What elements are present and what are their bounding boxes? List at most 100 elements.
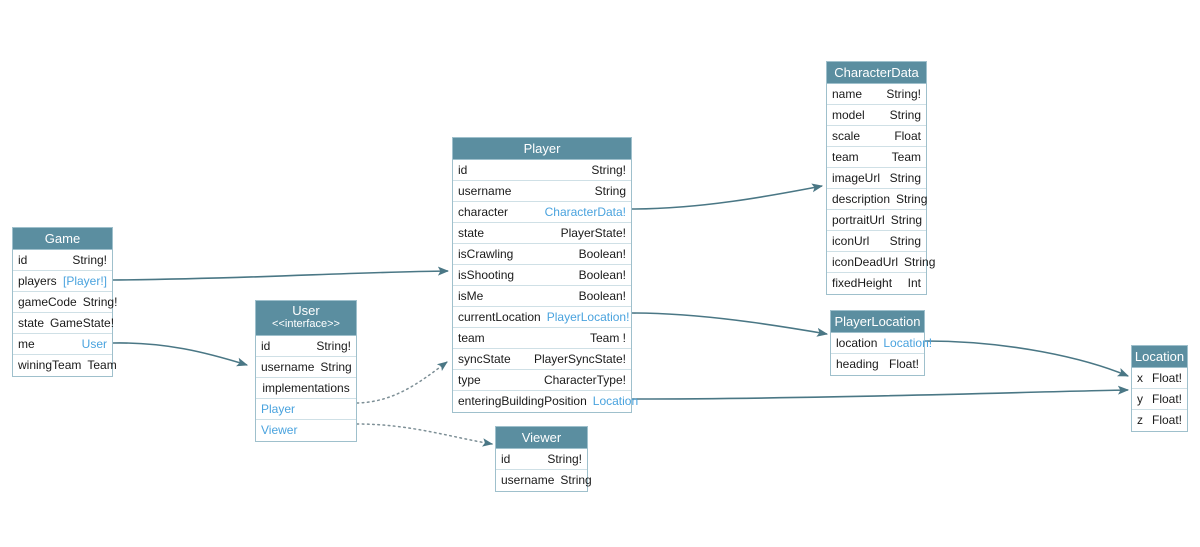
field-name: username [501,473,555,487]
table-row[interactable]: id String! [453,160,631,181]
field-type: String [896,191,928,206]
table-row[interactable]: x Float! [1132,368,1187,389]
edge-game-me-to-user [112,342,249,367]
field-type: String! [72,252,107,267]
field-type: String [889,170,921,185]
field-type: Boolean! [578,267,626,282]
table-row[interactable]: team Team [827,147,926,168]
field-name: portraitUrl [832,212,885,227]
table-row[interactable]: state PlayerState! [453,223,631,244]
entity-location[interactable]: Location x Float! y Float! z Float! [1131,345,1188,432]
field-type[interactable]: Location! [883,335,933,350]
field-name: x [1137,370,1143,385]
implementation-row-viewer[interactable]: Viewer [256,420,356,441]
table-row[interactable]: username String [453,181,631,202]
table-row[interactable]: gameCode String! [13,292,117,313]
field-type: Float [894,128,921,143]
field-name: name [832,86,863,101]
table-row[interactable]: me User [13,334,112,355]
table-row[interactable]: state GameState! [13,313,115,334]
table-row[interactable]: description String [827,189,928,210]
entity-game-title: Game [13,228,112,250]
field-name: enteringBuildingPosition [458,394,587,408]
field-type: String! [886,86,921,101]
entity-character-data[interactable]: CharacterData name String! model String … [826,61,935,295]
field-name: id [501,451,511,466]
table-row[interactable]: z Float! [1132,410,1187,431]
field-type: PlayerState! [560,225,626,240]
table-row[interactable]: isMe Boolean! [453,286,631,307]
entity-user[interactable]: User <<interface>> id String! username S… [255,300,357,442]
table-row[interactable]: isShooting Boolean! [453,265,631,286]
table-row[interactable]: team Team ! [453,328,631,349]
table-row[interactable]: y Float! [1132,389,1187,410]
entity-player[interactable]: Player id String! username String charac… [452,137,638,413]
field-name: description [832,191,891,206]
table-row[interactable]: location Location! [831,333,932,354]
table-row[interactable]: heading Float! [831,354,924,375]
entity-player-location[interactable]: PlayerLocation location Location! headin… [830,310,932,376]
table-row[interactable]: id String! [13,250,112,271]
edge-playerlocation-location-to-location [924,340,1130,377]
table-row[interactable]: portraitUrl String [827,210,926,231]
field-type[interactable]: CharacterData! [544,204,626,219]
entity-location-title: Location [1132,346,1187,368]
table-row[interactable]: model String [827,105,926,126]
field-name: type [458,372,481,387]
implementation-row-player[interactable]: Player [256,399,356,420]
field-type[interactable]: Location [592,394,639,408]
table-row[interactable]: players [Player!] [13,271,112,292]
entity-player-title: Player [453,138,631,160]
field-type: Team [87,358,117,372]
table-row[interactable]: id String! [256,336,356,357]
entity-viewer[interactable]: Viewer id String! username String [495,426,592,492]
field-name: isCrawling [458,246,514,261]
field-type: PlayerSyncState! [533,351,626,366]
field-type: String! [547,451,582,466]
implementation-name[interactable]: Player [261,401,296,416]
field-name: id [261,338,271,353]
table-row[interactable]: username String [256,357,356,378]
field-name: imageUrl [832,170,881,185]
field-type: Int [907,276,921,290]
table-row[interactable]: imageUrl String [827,168,926,189]
table-row[interactable]: winingTeam Team [13,355,117,376]
implementation-name[interactable]: Viewer [261,423,298,437]
entity-user-name: User [292,303,320,318]
entity-game[interactable]: Game id String! players [Player!] gameCo… [12,227,117,377]
field-name: heading [836,357,879,371]
field-name: iconDeadUrl [832,254,899,269]
table-row[interactable]: iconUrl String [827,231,926,252]
field-type[interactable]: User [81,336,107,351]
table-row[interactable]: name String! [827,84,926,105]
table-row[interactable]: id String! [496,449,587,470]
table-row[interactable]: syncState PlayerSyncState! [453,349,631,370]
field-name: username [458,183,512,198]
field-name: isShooting [458,267,515,282]
entity-user-title: User <<interface>> [256,301,356,336]
field-type: GameState! [50,315,115,330]
edge-player-enteringbuildingposition-to-location [631,385,1130,400]
table-row[interactable]: fixedHeight Int [827,273,926,294]
field-name: y [1137,391,1143,406]
field-name: players [18,273,57,288]
field-name: currentLocation [458,309,541,324]
field-type[interactable]: PlayerLocation! [546,309,630,324]
field-name: location [836,335,878,350]
field-type: String! [591,162,626,177]
table-row[interactable]: username String [496,470,592,491]
field-type: String [890,212,923,227]
edge-game-players-to-player [112,266,450,281]
table-row[interactable]: iconDeadUrl String [827,252,935,273]
table-row[interactable]: type CharacterType! [453,370,631,391]
table-row[interactable]: currentLocation PlayerLocation! [453,307,631,328]
field-type: CharacterType! [543,372,626,387]
field-name: id [458,162,468,177]
implementations-header: implementations [256,378,356,399]
table-row[interactable]: enteringBuildingPosition Location [453,391,638,412]
table-row[interactable]: character CharacterData! [453,202,631,223]
field-type[interactable]: [Player!] [62,273,107,288]
table-row[interactable]: scale Float [827,126,926,147]
table-row[interactable]: isCrawling Boolean! [453,244,631,265]
field-name: isMe [458,288,484,303]
